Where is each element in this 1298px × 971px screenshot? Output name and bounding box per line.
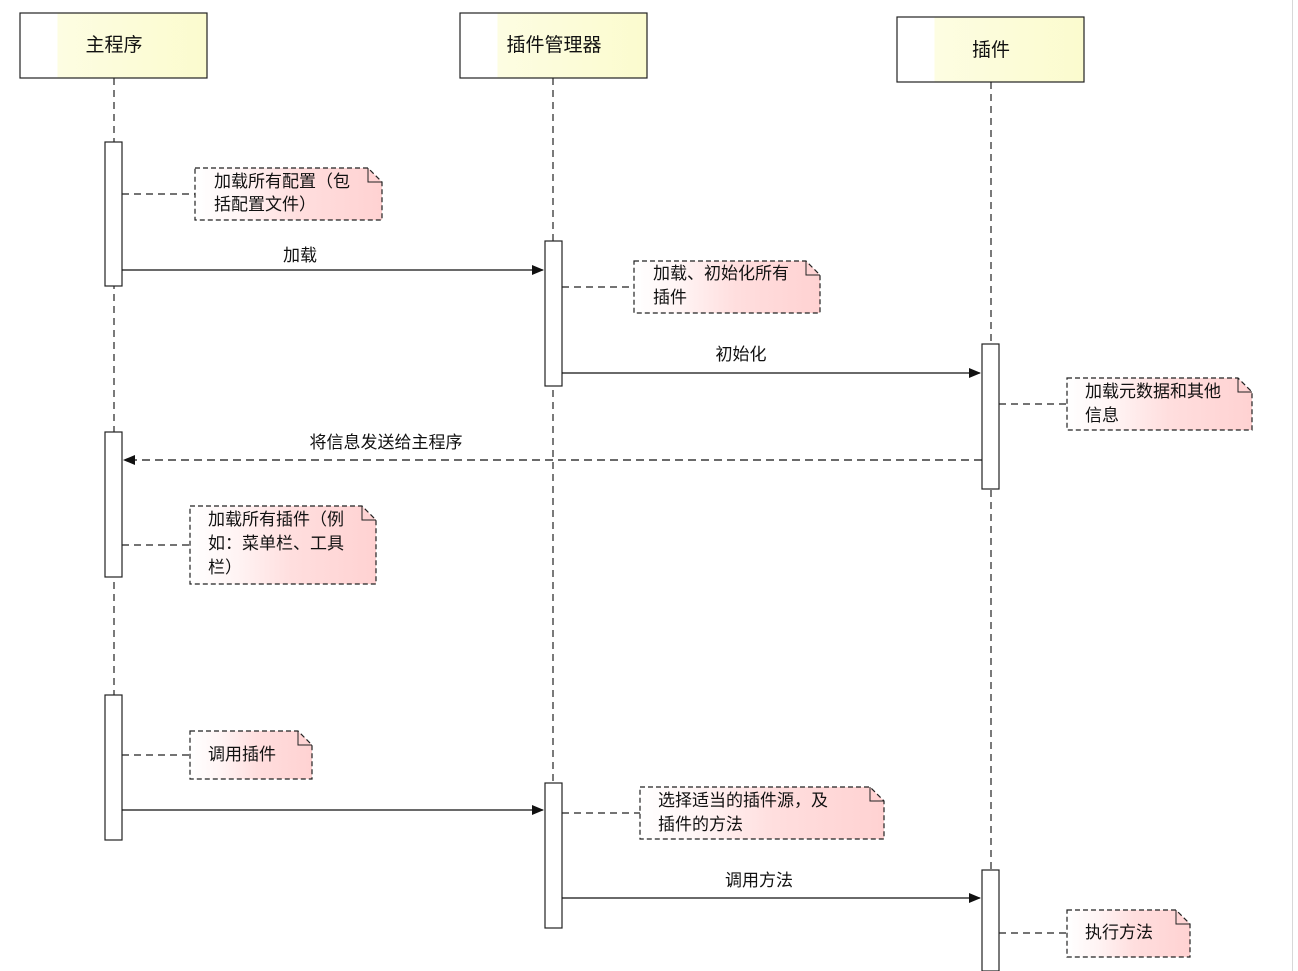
- note-load-init-plugins[interactable]: 加载、初始化所有 插件: [562, 260, 821, 314]
- note-line: 括配置文件）: [214, 195, 316, 215]
- note-line: 信息: [1085, 406, 1119, 426]
- activation-bar[interactable]: [104, 694, 123, 841]
- note-line: 加载元数据和其他: [1085, 382, 1221, 402]
- message-label: 加载: [283, 246, 317, 266]
- note-select-plugin-source[interactable]: 选择适当的插件源，及 插件的方法: [562, 786, 885, 840]
- note-line: 执行方法: [1085, 923, 1153, 943]
- message-send-info-to-main[interactable]: 将信息发送给主程序: [123, 433, 982, 465]
- lifeline-title: 插件: [972, 39, 1010, 61]
- note-line: 选择适当的插件源，及: [658, 791, 828, 811]
- message-initialize[interactable]: 初始化: [562, 345, 981, 378]
- note-load-metadata[interactable]: 加载元数据和其他 信息: [999, 377, 1253, 431]
- note-line: 加载所有插件（例: [208, 510, 344, 530]
- activation-bar[interactable]: [544, 240, 563, 387]
- note-line: 插件的方法: [658, 815, 743, 835]
- note-line: 调用插件: [208, 745, 276, 765]
- message-label: 初始化: [716, 345, 767, 365]
- message-label: 将信息发送给主程序: [310, 433, 463, 453]
- lifeline-main-program[interactable]: 主程序: [19, 12, 208, 79]
- note-call-plugin[interactable]: 调用插件: [122, 730, 313, 780]
- note-execute-method[interactable]: 执行方法: [999, 909, 1191, 958]
- message-load[interactable]: 加载: [122, 246, 544, 275]
- note-line: 插件: [653, 288, 687, 308]
- note-load-all-config[interactable]: 加载所有配置（包 括配置文件）: [122, 167, 383, 221]
- activation-bar[interactable]: [104, 431, 123, 578]
- note-load-all-plugins[interactable]: 加载所有插件（例 如：菜单栏、工具 栏）: [122, 505, 377, 585]
- lifeline-title: 插件管理器: [506, 34, 601, 56]
- message-call-method[interactable]: 调用方法: [562, 871, 981, 903]
- activation-bar[interactable]: [981, 869, 1000, 971]
- lifeline-plugin-manager[interactable]: 插件管理器: [459, 12, 648, 79]
- note-line: 加载所有配置（包: [214, 172, 350, 192]
- activation-bar[interactable]: [981, 343, 1000, 490]
- note-line: 如：菜单栏、工具: [208, 534, 344, 554]
- frame-border: [1292, 0, 1293, 971]
- lifeline-title: 主程序: [85, 34, 142, 56]
- lifeline-plugin[interactable]: 插件: [896, 16, 1085, 83]
- note-line: 栏）: [208, 558, 242, 578]
- message-label: 调用方法: [725, 871, 793, 891]
- activation-bar[interactable]: [104, 141, 123, 287]
- note-line: 加载、初始化所有: [653, 264, 789, 284]
- activation-bar[interactable]: [544, 782, 563, 929]
